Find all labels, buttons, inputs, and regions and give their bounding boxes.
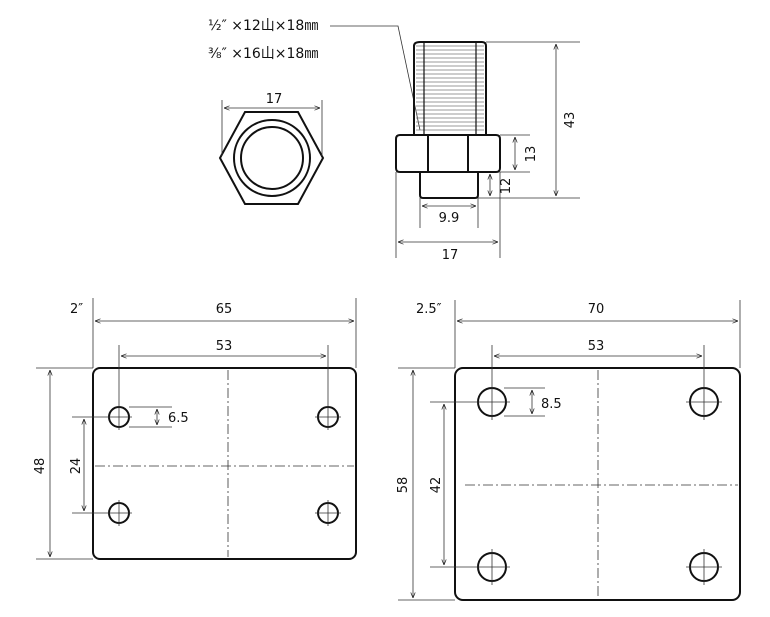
dim-hex-height: 13 [524,146,539,163]
plate-large-outline [454,367,741,601]
dim-base-width: 17 [442,248,459,263]
dim-plate-large-width: 70 [588,302,605,317]
dim-plate-small-spacing: 53 [216,339,233,354]
mount-hole [686,549,722,585]
hex-nut-top-view: 17 [218,92,325,205]
dim-hex-width: 17 [266,92,283,107]
dim-collar-width: 9.9 [439,211,460,226]
dim-total-height: 43 [563,112,578,129]
thread-spec: ½″ ×12山×18㎜ ⅜″ ×16山×18㎜ [208,18,421,131]
plate-large-size: 2.5″ [416,302,442,317]
dim-plate-small-width: 65 [216,302,233,317]
mount-hole [474,384,510,420]
plate-large: 2.5″ 70 53 58 42 8.5 [396,300,741,601]
mount-hole [315,404,341,430]
spec-line-2: ⅜″ ×16山×18㎜ [208,46,318,62]
plate-small: 2″ 65 53 48 24 6.5 [33,298,357,560]
threaded-shaft [413,41,487,136]
mount-hole [315,500,341,526]
bolt-side-view: 43 13 12 9.9 17 [395,41,580,263]
dim-collar-height: 12 [499,178,514,195]
mount-hole [106,500,132,526]
dim-plate-small-vspacing: 24 [69,458,84,475]
plate-small-size: 2″ [70,302,83,317]
spec-line-1: ½″ ×12山×18㎜ [208,18,318,34]
dim-plate-large-spacing: 53 [588,339,605,354]
dim-plate-small-height: 48 [33,458,48,475]
thread-lines [416,45,484,131]
mount-hole [474,549,510,585]
dim-plate-small-hole: 6.5 [168,411,189,426]
hex-outline [218,111,325,205]
nut-outer-circle [233,119,311,197]
spec-leader-line [330,25,421,131]
collar [419,171,479,199]
hex-section [395,134,501,173]
dim-plate-large-height: 58 [396,477,411,494]
dim-plate-large-hole: 8.5 [541,397,562,412]
dim-plate-large-vspacing: 42 [429,477,444,494]
nut-inner-circle [240,126,304,190]
plate-small-outline [92,367,357,560]
mount-hole [686,384,722,420]
mount-hole [106,404,132,430]
